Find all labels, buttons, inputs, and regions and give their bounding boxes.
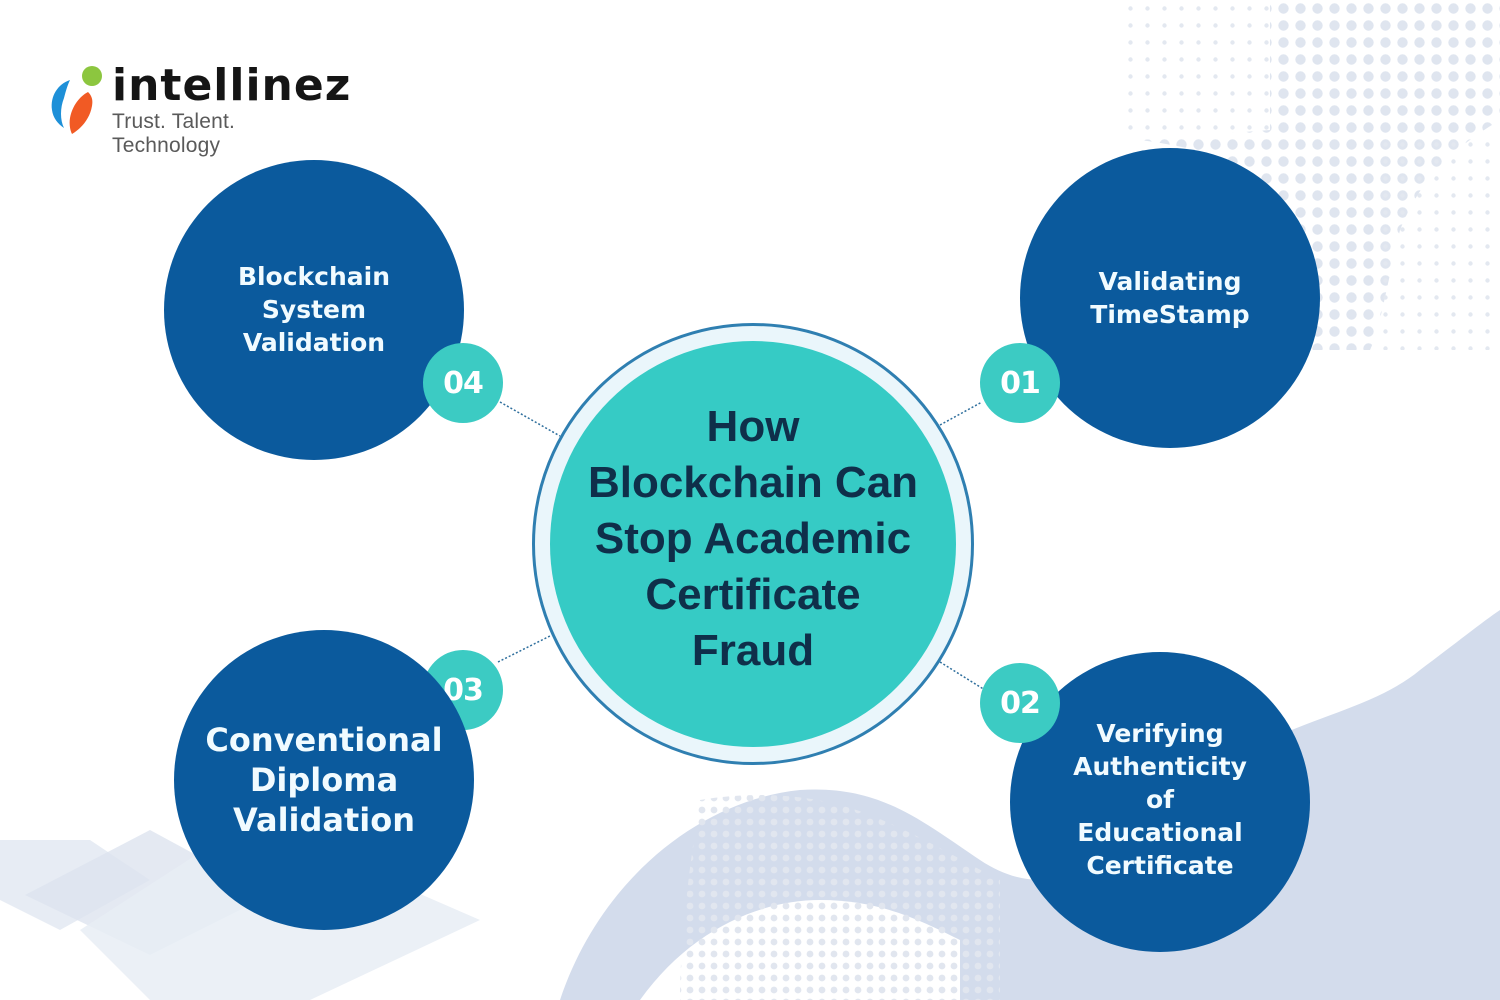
node-label: Blockchain System Validation: [237, 262, 391, 357]
node-label: Verifying Authenticity of Educational Ce…: [1073, 719, 1247, 880]
badge-number: 01: [1000, 365, 1041, 401]
brand-logo[interactable]: intellinez Trust. Talent. Technology: [48, 60, 352, 157]
node-01-validating-timestamp[interactable]: Validating TimeStamp: [1020, 148, 1320, 448]
connector-03: [497, 635, 551, 663]
node-label: Conventional Diploma Validation: [205, 721, 443, 839]
intellinez-logo-icon: [51, 66, 102, 134]
badge-01: 01: [980, 343, 1060, 423]
node-04-blockchain-system-validation[interactable]: Blockchain System Validation: [164, 160, 464, 460]
center-topic: How Blockchain Can Stop Academic Certifi…: [550, 341, 956, 747]
badge-number: 04: [443, 365, 484, 401]
node-label: Validating TimeStamp: [1090, 267, 1250, 329]
badge-02: 02: [980, 663, 1060, 743]
connector-04: [499, 401, 561, 437]
badge-number: 02: [1000, 685, 1041, 721]
badge-04: 04: [423, 343, 503, 423]
center-title: How Blockchain Can Stop Academic Certifi…: [587, 402, 919, 675]
connector-01: [939, 401, 983, 426]
brand-tagline: Trust. Talent. Technology: [112, 110, 236, 157]
node-03-conventional-diploma-validation[interactable]: Conventional Diploma Validation: [174, 630, 474, 930]
brand-name: intellinez: [112, 60, 352, 111]
node-02-verifying-authenticity[interactable]: Verifying Authenticity of Educational Ce…: [1010, 652, 1310, 952]
connector-02: [939, 661, 986, 691]
